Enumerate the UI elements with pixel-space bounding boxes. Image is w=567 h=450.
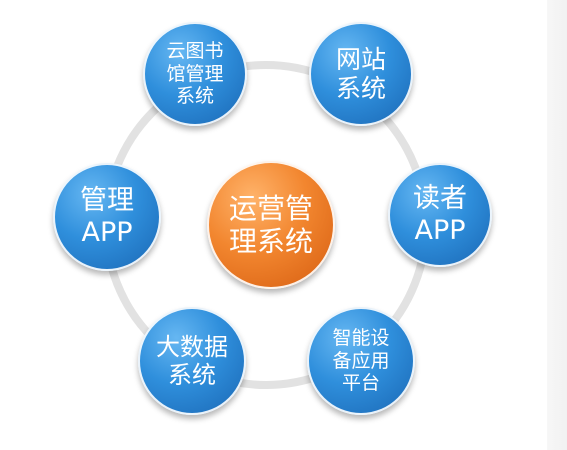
node-line: 馆管理 <box>166 62 224 85</box>
node-website-system: 网站 系统 <box>309 22 413 126</box>
node-line: APP <box>414 215 466 246</box>
node-line: APP <box>81 217 133 248</box>
node-line: 网站 <box>335 44 386 74</box>
node-reader-app: 读者 APP <box>388 163 492 267</box>
node-line: 平台 <box>341 372 380 395</box>
node-line: 系统 <box>168 361 216 389</box>
node-smart-device-platform: 智能设 备应用 平台 <box>307 307 415 415</box>
node-line: 系统 <box>335 74 386 103</box>
center-line-2: 理系统 <box>228 225 313 258</box>
center-node-operations-system: 运营管 理系统 <box>207 161 335 289</box>
node-admin-app: 管理 APP <box>53 163 161 271</box>
node-line: 云图书 <box>166 40 224 63</box>
node-line: 备应用 <box>332 349 390 372</box>
center-line-1: 运营管 <box>228 191 313 225</box>
node-line: 智能设 <box>332 327 390 350</box>
node-line: 系统 <box>175 85 214 108</box>
node-line: 大数据 <box>156 332 228 361</box>
node-line: 管理 <box>80 185 134 217</box>
right-edge-shadow <box>547 0 567 450</box>
node-big-data-system: 大数据 系统 <box>138 307 246 415</box>
node-cloud-library-system: 云图书 馆管理 系统 <box>143 22 247 126</box>
node-line: 读者 <box>413 183 467 215</box>
